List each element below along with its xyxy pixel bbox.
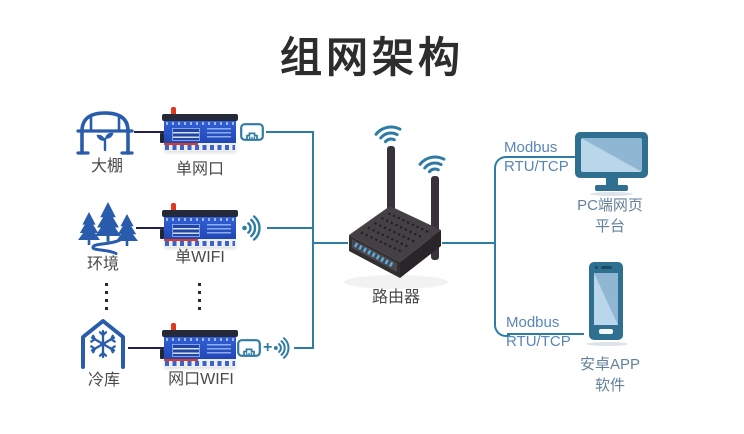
rtu-device-wifi-icon xyxy=(160,203,238,247)
device-antenna xyxy=(171,323,176,333)
app-client-label-line2: 软件 xyxy=(594,377,625,394)
connector-environment xyxy=(136,227,164,229)
app-client-label-line1: 安卓APP xyxy=(579,356,640,373)
router-label: 路由器 xyxy=(371,289,420,306)
phone-camera xyxy=(595,266,598,269)
device-top-panel xyxy=(162,114,238,121)
monitor-screen xyxy=(581,138,642,172)
phone-shadow xyxy=(586,342,628,346)
device-red-line xyxy=(164,359,198,361)
connector-cold-storage xyxy=(128,347,164,349)
device-terminal-strip xyxy=(164,143,236,151)
device-terminal-strip xyxy=(164,239,236,247)
connector-greenhouse xyxy=(134,131,164,133)
corner-top xyxy=(494,156,510,172)
device-wifi-label: 单WIFI xyxy=(175,249,225,266)
branch-lan-wifi xyxy=(294,347,314,349)
branch-app xyxy=(507,333,584,335)
pc-client-label-line2: 平台 xyxy=(594,218,625,235)
phone-speaker xyxy=(601,266,612,269)
device-lan-wifi-label: 网口WIFI xyxy=(168,371,234,388)
device-side-port xyxy=(160,229,164,239)
trunk-vertical-right xyxy=(494,170,496,321)
monitor-stand xyxy=(606,178,618,185)
modbus-app-label: Modbus RTU/TCP xyxy=(506,313,571,351)
wifi-signal-icon xyxy=(242,215,261,241)
phone-screen xyxy=(594,273,618,325)
device-body xyxy=(164,217,236,239)
rtu-device-lan-icon xyxy=(160,107,238,151)
device-red-line xyxy=(164,239,198,241)
branch-to-router xyxy=(314,242,348,244)
page-title: 组网架构 xyxy=(279,34,464,81)
device-top-panel xyxy=(162,330,238,337)
ethernet-port-icon xyxy=(240,123,264,141)
environment-label: 环境 xyxy=(86,256,119,273)
app-client-label: 安卓APP 软件 xyxy=(560,354,660,396)
modbus-pc-label: Modbus RTU/TCP xyxy=(504,138,569,176)
greenhouse-label: 大棚 xyxy=(90,158,123,175)
router-icon xyxy=(344,125,448,289)
device-print xyxy=(207,344,231,356)
monitor-shadow xyxy=(590,192,633,196)
branch-lan xyxy=(266,131,314,133)
rtu-device-lan-wifi-icon xyxy=(160,323,238,367)
pc-client-label: PC端网页 平台 xyxy=(560,195,660,237)
phone-home-button xyxy=(599,329,613,334)
device-print xyxy=(207,128,231,140)
ellipsis-dots-right xyxy=(198,283,201,310)
device-screen xyxy=(172,344,200,357)
device-side-port xyxy=(160,349,164,359)
device-lan-label: 单网口 xyxy=(175,161,224,178)
pine-trees-icon xyxy=(78,202,138,255)
branch-wifi xyxy=(267,227,314,229)
device-side-port xyxy=(160,133,164,143)
device-antenna xyxy=(171,203,176,213)
pc-client-label-line1: PC端网页 xyxy=(577,197,643,214)
trunk-vertical-left xyxy=(312,131,314,349)
device-terminal-strip xyxy=(164,359,236,367)
branch-pc xyxy=(507,156,576,158)
modbus-pc-line2: RTU/TCP xyxy=(504,158,569,175)
modbus-app-line2: RTU/TCP xyxy=(506,333,571,350)
wifi-signal-icon-combo xyxy=(273,337,290,359)
modbus-app-line1: Modbus xyxy=(506,314,560,331)
device-screen xyxy=(172,224,200,237)
cold-storage-icon xyxy=(81,319,125,369)
ethernet-port-icon-combo xyxy=(237,339,261,357)
monitor-base xyxy=(595,185,628,191)
device-screen xyxy=(172,128,200,141)
branch-from-router xyxy=(442,242,494,244)
device-body xyxy=(164,337,236,359)
ellipsis-dots-left xyxy=(105,283,108,310)
cold-storage-label: 冷库 xyxy=(87,372,120,389)
modbus-pc-line1: Modbus xyxy=(504,139,558,156)
corner-bottom xyxy=(494,321,510,337)
device-top-panel xyxy=(162,210,238,217)
greenhouse-icon xyxy=(76,111,134,155)
device-body xyxy=(164,121,236,143)
device-antenna xyxy=(171,107,176,117)
plus-sign: + xyxy=(263,339,273,356)
device-red-line xyxy=(164,143,198,145)
device-print xyxy=(207,224,231,236)
